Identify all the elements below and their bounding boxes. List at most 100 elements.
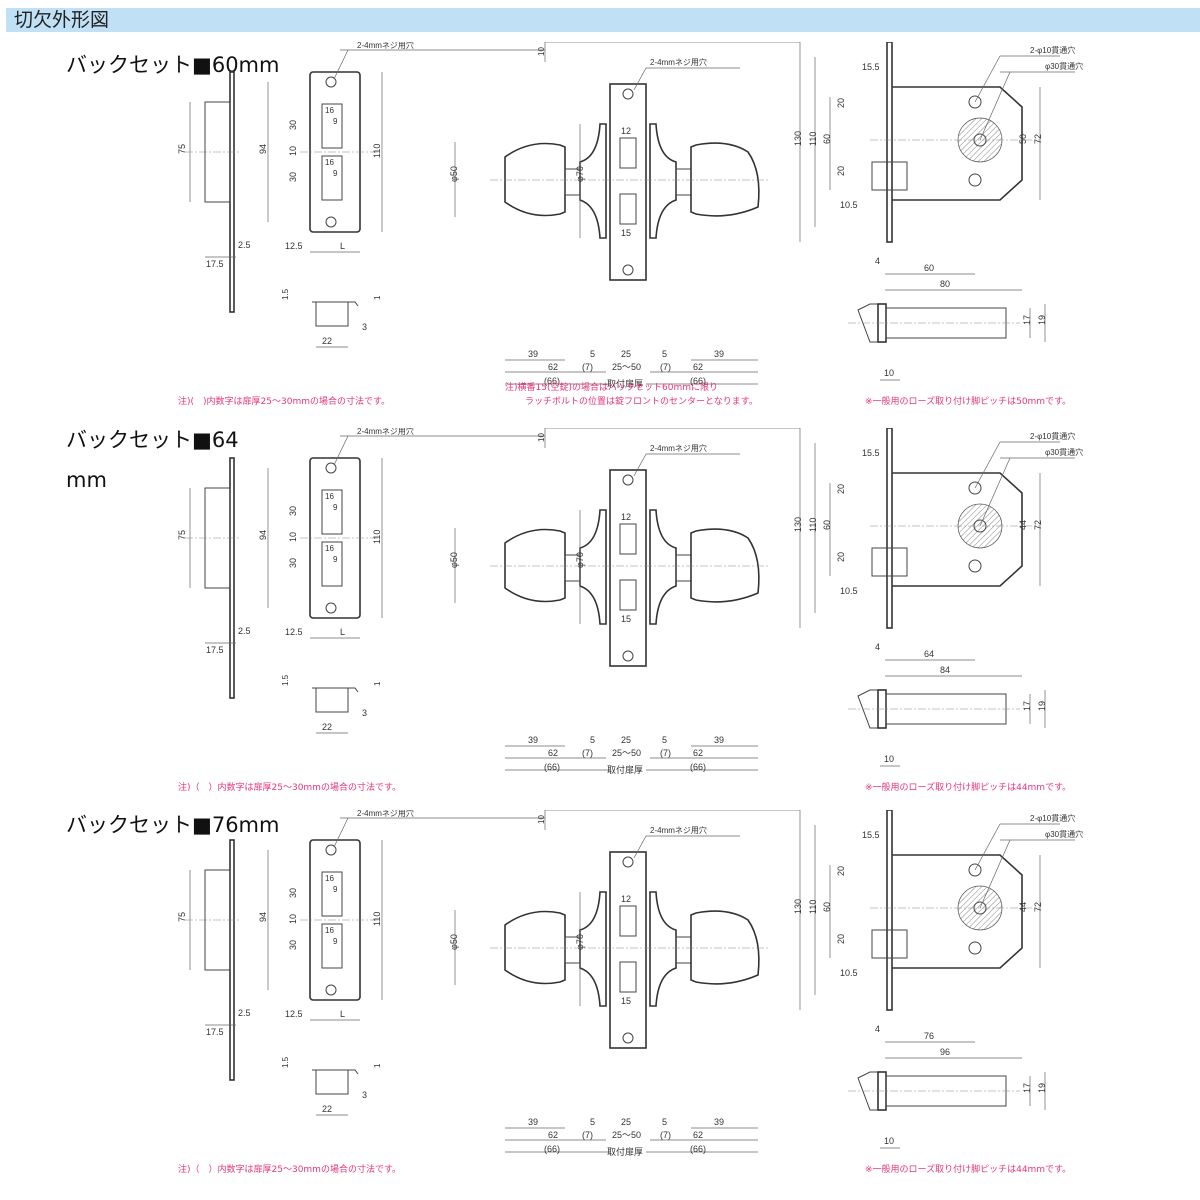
technical-drawing: 75 2.5 17.5 94 110 30 10 30 16 9 16 9 12… [177,428,1083,775]
dim-75: 75 [177,912,187,922]
dim-12: 12 [621,894,631,904]
dim-66-right: (66) [690,762,706,772]
rose-hole [968,941,982,955]
backset-section: 75 2.5 17.5 94 110 30 10 30 16 9 16 9 12… [0,810,1200,1200]
screw-hole-label: 2-4mmネジ用穴 [357,428,414,436]
screw-hole [622,650,634,662]
dim-30-a: 30 [288,506,298,516]
through-hole-30-label: φ30貫通穴 [1045,61,1083,71]
dim-5-left: 5 [590,349,595,359]
strike-side [312,301,359,327]
latch-view: 130 110 60 20 20 15.5 10.5 4 72 44 76 96… [793,810,1083,1149]
dim-7-right: (7) [660,362,671,372]
dim-66-right: (66) [690,1144,706,1154]
knob-left [504,142,566,217]
dim-39-left: 39 [528,1117,538,1127]
dim-72: 72 [1033,520,1043,530]
section-title: バックセット■64 mm [66,428,239,492]
knob-left [504,910,566,985]
section-title: バックセット■60mm [66,53,280,77]
dim-5-right: 5 [662,735,667,745]
dim-2-5: 2.5 [238,626,251,636]
note-door-thickness: 注)（ ）内数字は扉厚25〜30mmの場合の寸法です。 [178,783,402,793]
dim-16: 16 [325,158,334,167]
latch-faceplate [886,428,893,629]
backset-section: 75 2.5 17.5 94 110 30 10 30 16 9 16 9 12… [0,428,1200,818]
note-door-thickness: 注)（ ）内数字は扉厚25〜30mmの場合の寸法です。 [178,1165,402,1175]
strike-slot [321,155,343,201]
leader [974,441,1001,489]
knob-left [504,528,566,603]
latch-slot [619,523,637,555]
latch-slot [619,137,637,169]
dim-9: 9 [333,937,338,946]
dim-phi70: φ70 [575,552,585,568]
rose-left [579,509,607,625]
note-door-thickness: 注)( )内数字は扉厚25〜30mmの場合の寸法です。 [178,397,391,407]
leader [333,817,349,848]
dim-17: 17 [1022,1083,1032,1093]
dim-L: L [340,241,345,251]
dim-7-right: (7) [660,748,671,758]
rose-hole [968,559,982,573]
dim-3: 3 [362,322,367,332]
door-thickness-label: 取付扉厚 [607,378,643,389]
dim-17: 17 [1022,315,1032,325]
dim-62-right: 62 [693,1130,703,1140]
rose-hole [968,481,982,495]
latch-bolt [871,929,908,959]
dim-20-b: 20 [836,934,846,944]
dim-94: 94 [258,144,268,154]
screw-hole [325,462,337,474]
note-latch-center-2: ラッチボルトの位置は錠フロントのセンターとなります。 [525,397,758,407]
dim-110: 110 [808,132,818,146]
rose-right [649,891,677,1007]
dim-25: 25 [621,735,631,745]
dim-15-5: 15.5 [862,62,880,72]
dim-20-a: 20 [836,484,846,494]
strike-box-view: 75 2.5 17.5 [177,71,251,313]
dim-5-right: 5 [662,1117,667,1127]
dim-62-right: 62 [693,362,703,372]
door-thickness-label: 取付扉厚 [607,1146,643,1157]
dim-4: 4 [875,256,880,266]
dim-110: 110 [808,900,818,914]
dim-4: 4 [875,1024,880,1034]
dim-60: 60 [822,520,832,530]
latch-case [892,86,1023,201]
dim-75: 75 [177,144,187,154]
latch-front [609,851,647,1049]
latch-bolt [871,547,908,577]
header-bar [6,8,1200,32]
rose-hole [968,863,982,877]
dim-15: 15 [621,228,631,238]
dim-19: 19 [1037,1083,1047,1093]
dim-30-b: 30 [288,558,298,568]
leader [979,457,1011,527]
dim-60: 60 [822,902,832,912]
dim-12-5: 12.5 [285,1009,303,1019]
rose-hole [968,95,982,109]
strike-box-view: 75 2.5 17.5 [177,839,251,1081]
dim-9: 9 [333,117,338,126]
dim-110: 110 [808,518,818,532]
screw-hole-label: 2-4mmネジ用穴 [357,810,414,818]
dim-phi70: φ70 [575,934,585,950]
dim-3: 3 [362,1090,367,1100]
dim-16: 16 [325,544,334,553]
dim-60: 60 [822,134,832,144]
dim-25-50: 25〜50 [612,1130,641,1140]
screw-hole-label: 2-4mmネジ用穴 [650,57,707,67]
rose-right [649,123,677,239]
screw-hole-label: 2-4mmネジ用穴 [650,443,707,453]
latch-slot [619,193,637,225]
dim-phi50: φ50 [449,166,459,182]
dim-overall: 96 [940,1047,950,1057]
technical-drawing: 75 2.5 17.5 94 110 30 10 30 16 9 16 9 12… [177,810,1083,1157]
page-title: 切欠外形図 [14,9,110,31]
dim-phi70: φ70 [575,166,585,182]
knob-right [690,528,760,603]
dim-10: 10 [288,914,298,924]
strike-slot [321,541,343,587]
dim-72: 72 [1033,902,1043,912]
